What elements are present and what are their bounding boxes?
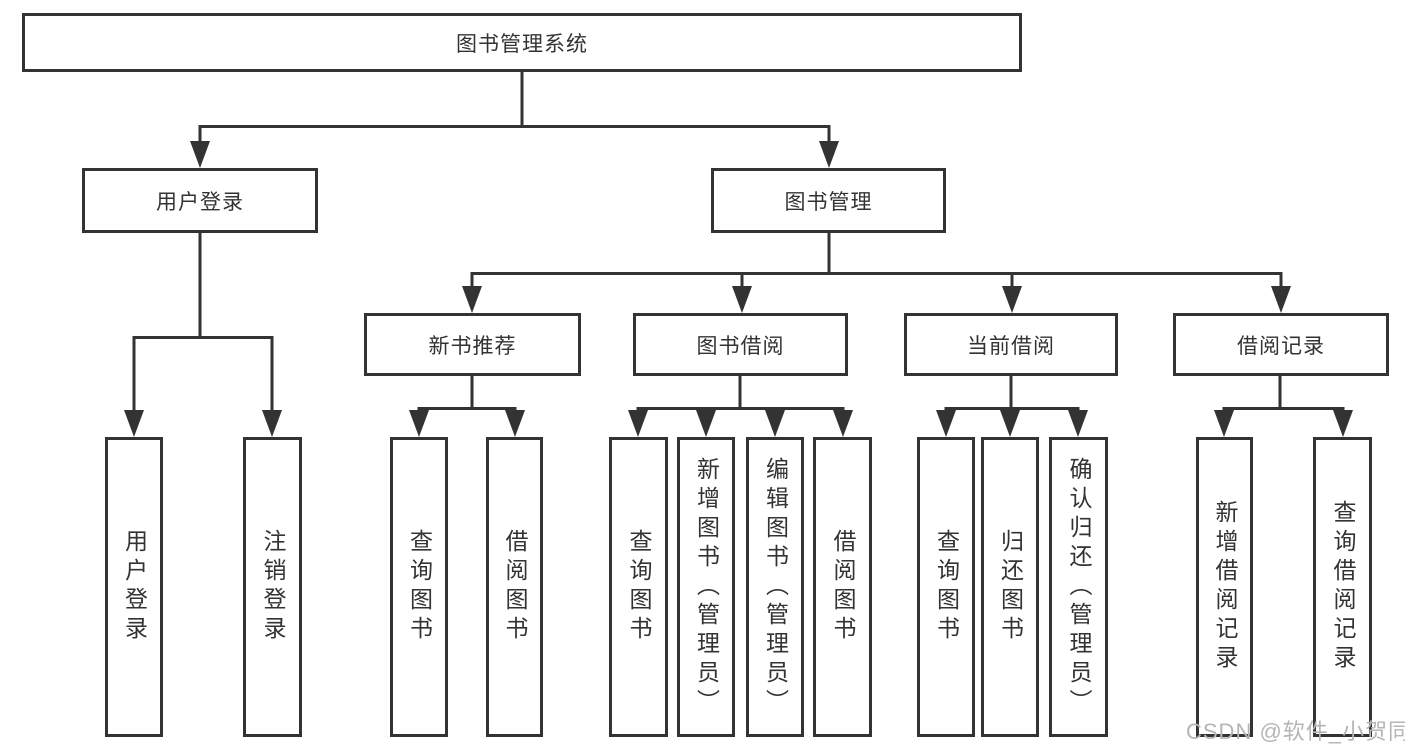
node-borrowing-records-label: 借阅记录 (1237, 334, 1325, 358)
leaf-user-logout: 注销登录 (243, 437, 302, 737)
node-current-borrowing: 当前借阅 (904, 313, 1118, 376)
leaf-current-query-books-label: 查询图书 (933, 529, 960, 645)
leaf-borrow-query-books-label: 查询图书 (626, 529, 652, 645)
leaf-current-query-books: 查询图书 (917, 437, 975, 737)
leaf-borrow-borrow-books-label: 借阅图书 (830, 529, 856, 645)
node-current-borrowing-label: 当前借阅 (967, 334, 1055, 358)
arrowheads (124, 141, 1353, 437)
leaf-current-return-books-label: 归还图书 (997, 529, 1024, 645)
leaf-user-login-label: 用户登录 (121, 529, 148, 645)
leaf-borrow-add-books-admin-label: 新增图书（管理员） (693, 456, 720, 718)
leaf-record-add: 新增借阅记录 (1196, 437, 1253, 737)
node-book-borrowing: 图书借阅 (633, 313, 848, 376)
leaf-user-logout-label: 注销登录 (260, 529, 286, 645)
csdn-watermark: CSDN @软件_小贺同学 (1186, 719, 1405, 744)
leaf-current-confirm-return-admin-label: 确认归还（管理员） (1066, 456, 1092, 718)
leaf-borrow-add-books-admin: 新增图书（管理员） (677, 437, 735, 737)
leaf-current-confirm-return-admin: 确认归还（管理员） (1049, 437, 1108, 737)
node-book-management-label: 图书管理 (784, 190, 873, 214)
leaf-record-add-label: 新增借阅记录 (1212, 500, 1238, 674)
node-root: 图书管理系统 (22, 13, 1022, 72)
leaf-new-query-books: 查询图书 (390, 437, 448, 737)
leaf-borrow-edit-books-admin: 编辑图书（管理员） (746, 437, 804, 737)
node-root-label: 图书管理系统 (456, 32, 588, 56)
node-new-book-recommend: 新书推荐 (364, 313, 581, 376)
leaf-record-query-label: 查询借阅记录 (1330, 500, 1356, 674)
node-book-management: 图书管理 (711, 168, 946, 233)
leaf-current-return-books: 归还图书 (981, 437, 1039, 737)
leaf-record-query: 查询借阅记录 (1313, 437, 1372, 737)
leaf-user-login: 用户登录 (105, 437, 163, 737)
leaf-new-borrow-books: 借阅图书 (486, 437, 543, 737)
leaf-new-borrow-books-label: 借阅图书 (502, 529, 528, 645)
leaf-borrow-borrow-books: 借阅图书 (813, 437, 872, 737)
node-borrowing-records: 借阅记录 (1173, 313, 1389, 376)
leaf-new-query-books-label: 查询图书 (406, 529, 433, 645)
node-user-login-label: 用户登录 (156, 190, 244, 214)
node-user-login: 用户登录 (82, 168, 318, 233)
leaf-borrow-edit-books-admin-label: 编辑图书（管理员） (762, 456, 789, 718)
node-new-book-recommend-label: 新书推荐 (428, 334, 517, 358)
node-book-borrowing-label: 图书借阅 (696, 334, 785, 358)
leaf-borrow-query-books: 查询图书 (609, 437, 668, 737)
